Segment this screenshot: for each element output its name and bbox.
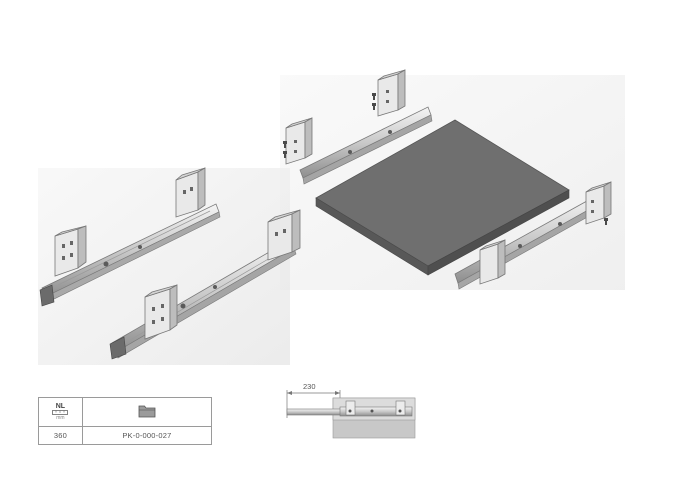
- dimension-diagram: [286, 390, 416, 439]
- length-header-cell: NL mm: [38, 397, 83, 427]
- length-header: NL: [55, 403, 66, 410]
- code-header-cell: [81, 397, 213, 427]
- ruler-icon: [52, 410, 69, 415]
- left-background-panel: [38, 168, 290, 365]
- product-code: PK-0-000-027: [81, 426, 213, 445]
- spec-table-header-row: NL mm: [38, 397, 213, 427]
- drawer-slide-left: [39, 167, 221, 307]
- spec-table: NL mm 360 PK-0-000-027: [38, 397, 213, 445]
- keyboard-shelf-assembly: [283, 69, 612, 290]
- length-value: 360: [38, 426, 83, 445]
- drawer-slide-right: [109, 209, 301, 360]
- dimension-label: 230: [303, 382, 316, 391]
- folder-icon: [138, 405, 156, 417]
- spec-table-value-row: 360 PK-0-000-027: [38, 426, 213, 445]
- length-unit: mm: [56, 415, 65, 421]
- shelf-board-edge-side: [427, 189, 570, 276]
